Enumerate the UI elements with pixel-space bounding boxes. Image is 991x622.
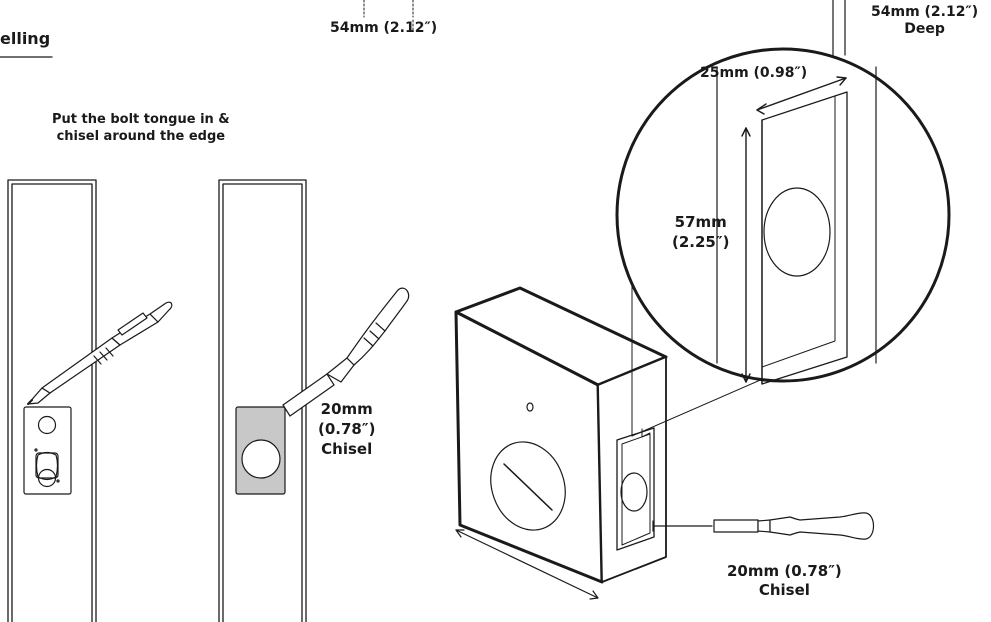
wood-block-icon [454,286,668,584]
latch-plate-outline [23,406,72,495]
chisel-right-label: 20mm (0.78″) Chisel [727,562,842,599]
mortise-recess-center [235,406,286,495]
chisel-icon [282,287,410,417]
magnifier-circle [615,47,951,385]
chisel-right-icon [652,512,875,540]
width-dimension-arrow [756,76,847,115]
width-dimension-label: 25mm (0.98″) [700,65,808,81]
block-width-arrow [455,529,599,600]
chisel-center-label: 20mm (0.78″) Chisel [318,400,376,458]
depth-guide-lines [832,0,846,56]
top-dimension-label: 54mm (2.12″) [330,20,438,36]
section-title: elling [0,29,51,48]
pen-icon [27,301,173,405]
instruction-label: Put the bolt tongue in & chisel around t… [52,112,230,144]
height-dimension-label: 57mm (2.25″) [672,213,730,251]
top-dimension-guides [363,0,414,31]
height-dimension-arrow [741,127,751,383]
depth-label: 54mm (2.12″) Deep [871,4,979,37]
door-edge-left [7,179,97,622]
